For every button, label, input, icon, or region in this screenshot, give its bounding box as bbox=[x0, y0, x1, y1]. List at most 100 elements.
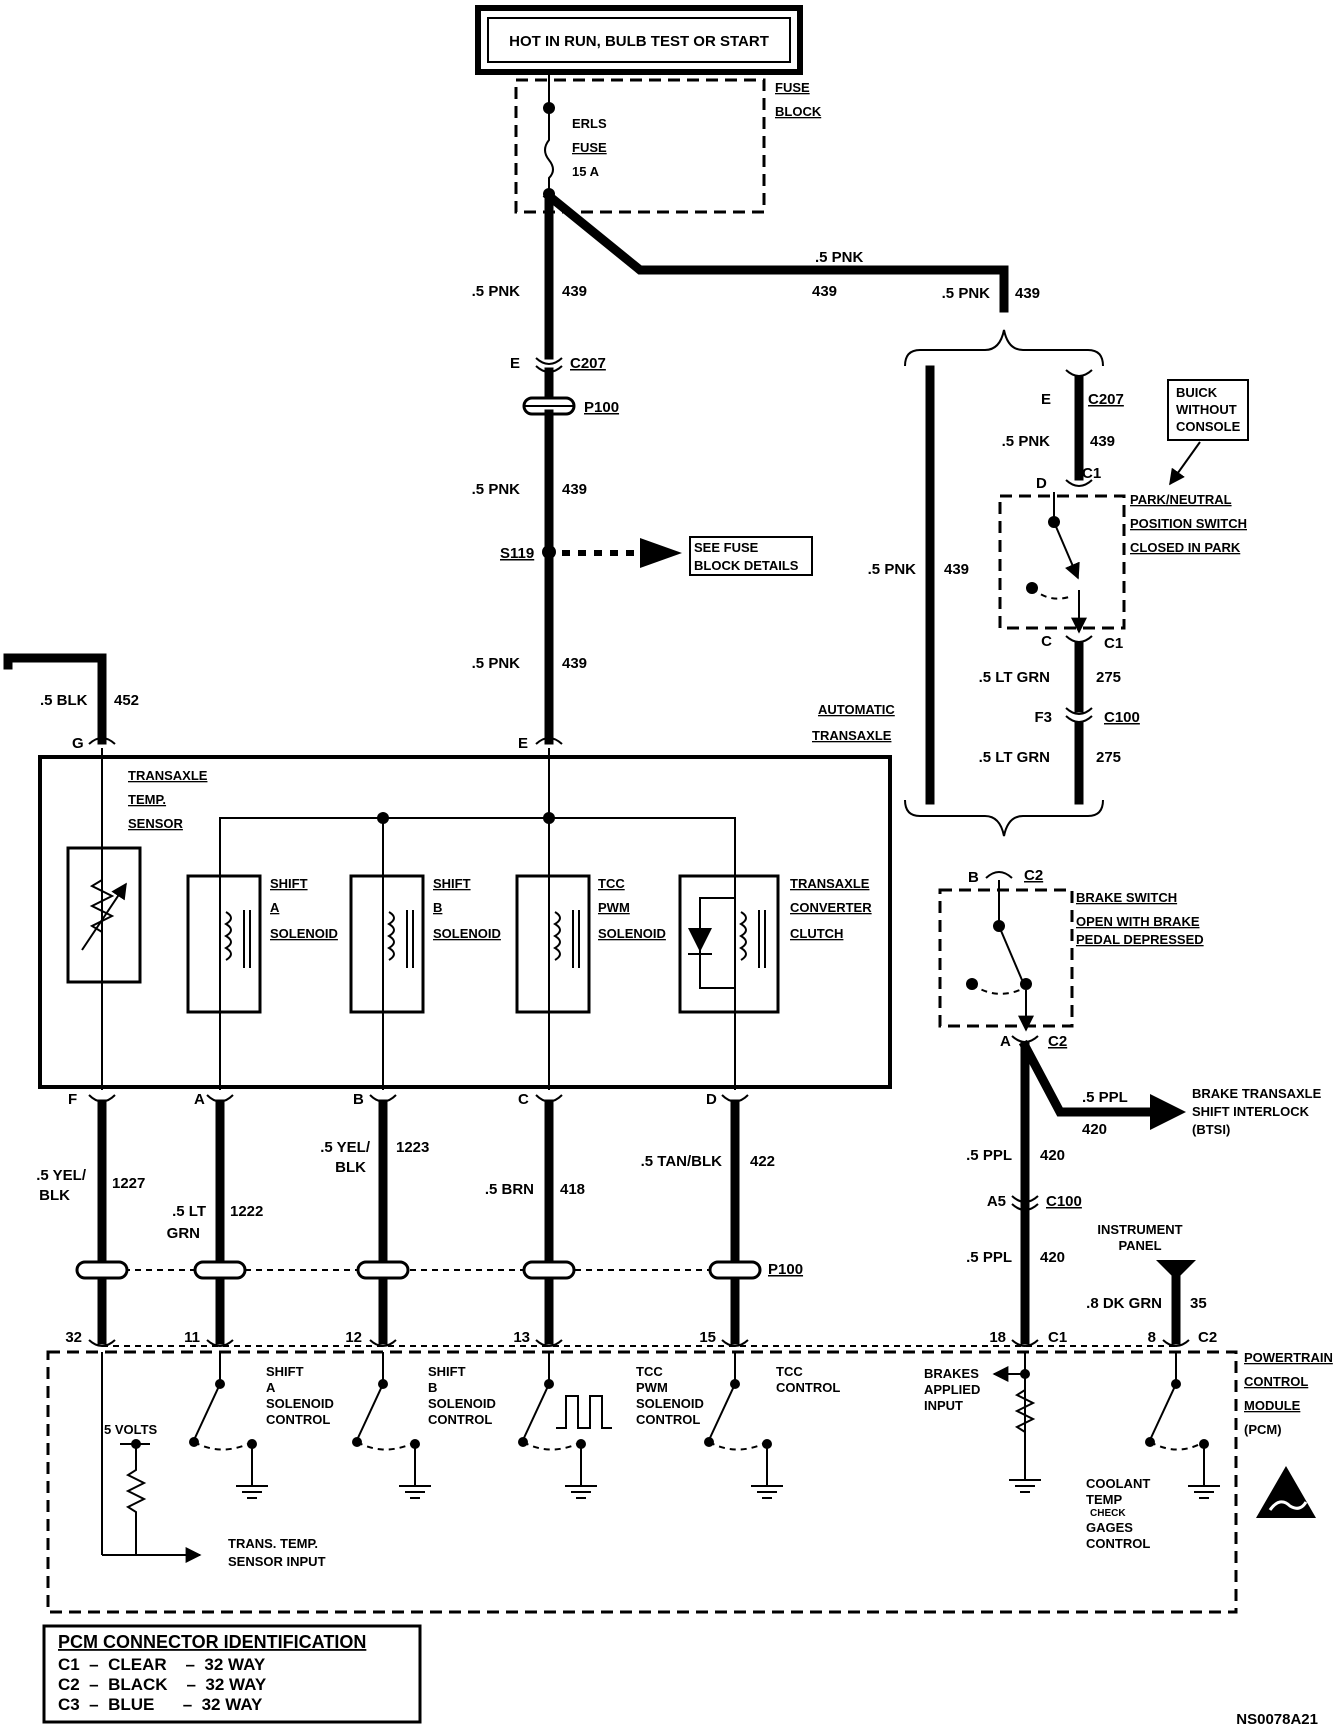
svg-text:5 VOLTS: 5 VOLTS bbox=[104, 1422, 158, 1437]
svg-text:E: E bbox=[518, 735, 528, 752]
instrument-panel-ground: INSTRUMENT PANEL .8 DK GRN 35 bbox=[1086, 1222, 1207, 1345]
svg-text:C100: C100 bbox=[1104, 709, 1140, 726]
svg-text:P100: P100 bbox=[768, 1261, 803, 1278]
svg-text:TCC: TCC bbox=[636, 1364, 663, 1379]
svg-text:439: 439 bbox=[1090, 433, 1115, 450]
svg-text:11: 11 bbox=[184, 1329, 200, 1346]
svg-text:TEMP.: TEMP. bbox=[128, 792, 166, 807]
brake-switch: B C2 BRAKE SWITCH OPEN WITH BRAKE PEDAL … bbox=[938, 867, 1204, 1032]
svg-text:15: 15 bbox=[699, 1329, 716, 1346]
svg-text:420: 420 bbox=[1040, 1249, 1065, 1266]
grommet-p100-row: P100 bbox=[75, 1260, 803, 1280]
svg-text:.5 PNK: .5 PNK bbox=[1002, 433, 1051, 450]
svg-text:C2: C2 bbox=[1198, 1329, 1217, 1346]
svg-text:439: 439 bbox=[944, 561, 969, 578]
svg-text:.5 LT GRN: .5 LT GRN bbox=[979, 669, 1050, 686]
pcm-pins: 32 11 12 13 15 18 C1 8 C2 bbox=[65, 1329, 1217, 1347]
svg-text:1227: 1227 bbox=[112, 1175, 145, 1192]
pcm-coolant-driver: COOLANT TEMP CHECK GAGES CONTROL bbox=[1086, 1352, 1220, 1551]
shift-b-solenoid: SHIFT B SOLENOID bbox=[349, 862, 501, 1090]
svg-text:1223: 1223 bbox=[396, 1139, 429, 1156]
svg-text:C: C bbox=[518, 1091, 529, 1108]
wire-circuit: 439 bbox=[1015, 285, 1040, 302]
svg-text:POWERTRAIN: POWERTRAIN bbox=[1244, 1350, 1333, 1365]
svg-text:PARK/NEUTRAL: PARK/NEUTRAL bbox=[1130, 492, 1232, 507]
svg-text:439: 439 bbox=[562, 481, 587, 498]
svg-text:418: 418 bbox=[560, 1181, 585, 1198]
svg-text:CONSOLE: CONSOLE bbox=[1176, 419, 1241, 434]
svg-text:.5 YEL/: .5 YEL/ bbox=[320, 1139, 371, 1156]
svg-text:(BTSI): (BTSI) bbox=[1192, 1122, 1230, 1137]
svg-text:32: 32 bbox=[65, 1329, 82, 1346]
svg-text:C100: C100 bbox=[1046, 1193, 1082, 1210]
svg-text:.5 PNK: .5 PNK bbox=[868, 561, 917, 578]
svg-text:SHIFT: SHIFT bbox=[266, 1364, 304, 1379]
svg-text:C2: C2 bbox=[1048, 1033, 1067, 1050]
svg-text:.8 DK GRN: .8 DK GRN bbox=[1086, 1295, 1162, 1312]
svg-text:SOLENOID: SOLENOID bbox=[598, 926, 666, 941]
svg-text:275: 275 bbox=[1096, 749, 1121, 766]
wire-color: .5 PNK bbox=[815, 249, 864, 266]
wire-circuit: 439 bbox=[812, 283, 837, 300]
svg-text:C207: C207 bbox=[1088, 391, 1124, 408]
svg-text:SOLENOID: SOLENOID bbox=[433, 926, 501, 941]
see-fuse-1: SEE FUSE bbox=[694, 540, 759, 555]
shift-a-solenoid: SHIFT A SOLENOID bbox=[186, 862, 338, 1090]
svg-text:CONVERTER: CONVERTER bbox=[790, 900, 872, 915]
wire-circuit: 439 bbox=[562, 283, 587, 300]
svg-text:BLK: BLK bbox=[39, 1187, 70, 1204]
svg-text:CHECK: CHECK bbox=[1090, 1508, 1126, 1519]
svg-text:SENSOR: SENSOR bbox=[128, 816, 184, 831]
svg-text:C1: C1 bbox=[1104, 635, 1123, 652]
svg-text:TRANSAXLE: TRANSAXLE bbox=[790, 876, 870, 891]
svg-text:F3: F3 bbox=[1034, 709, 1052, 726]
svg-text:420: 420 bbox=[1040, 1147, 1065, 1164]
svg-text:OPEN WITH BRAKE: OPEN WITH BRAKE bbox=[1076, 914, 1200, 929]
power-source-box: HOT IN RUN, BULB TEST OR START bbox=[475, 5, 803, 75]
svg-text:TEMP: TEMP bbox=[1086, 1492, 1122, 1507]
tcc-pwm-solenoid: TCC PWM SOLENOID bbox=[515, 862, 666, 1090]
svg-text:.5 PPL: .5 PPL bbox=[966, 1147, 1012, 1164]
svg-text:BLK: BLK bbox=[335, 1159, 366, 1176]
grommet-p100-main: P100 bbox=[522, 396, 619, 416]
svg-text:SENSOR INPUT: SENSOR INPUT bbox=[228, 1554, 326, 1569]
see-fuse-2: BLOCK DETAILS bbox=[694, 558, 799, 573]
transaxle-temp-sensor: TRANSAXLE TEMP. SENSOR bbox=[66, 768, 208, 984]
svg-text:C2 – BLACK – 32 WAY: C2 – BLACK – 32 WAY bbox=[58, 1675, 267, 1694]
fuse-rating: 15 A bbox=[572, 164, 600, 179]
svg-text:.5 TAN/BLK: .5 TAN/BLK bbox=[641, 1153, 723, 1170]
svg-text:439: 439 bbox=[562, 655, 587, 672]
svg-text:.5 PNK: .5 PNK bbox=[472, 655, 521, 672]
svg-text:P100: P100 bbox=[584, 399, 619, 416]
svg-text:B: B bbox=[428, 1380, 437, 1395]
fuse-block-title-1: FUSE bbox=[775, 80, 810, 95]
figure-id: NS0078A21 bbox=[1236, 1711, 1318, 1728]
pcm-box: POWERTRAIN CONTROL MODULE (PCM) bbox=[46, 1345, 1333, 1614]
svg-text:TRANSAXLE: TRANSAXLE bbox=[128, 768, 208, 783]
connector-c207-main: E C207 bbox=[510, 355, 606, 373]
buick-note: BUICK WITHOUT CONSOLE bbox=[1167, 379, 1249, 486]
pcm-brakes-input: BRAKES APPLIED INPUT bbox=[924, 1352, 1041, 1493]
pcm-temp-sensor-input: 5 VOLTS TRANS. TEMP. SENSOR INPUT bbox=[101, 1352, 326, 1569]
svg-text:SOLENOID: SOLENOID bbox=[428, 1396, 496, 1411]
svg-text:BRAKE TRANSAXLE: BRAKE TRANSAXLE bbox=[1192, 1086, 1322, 1101]
fuse-name-1: ERLS bbox=[572, 116, 607, 131]
transaxle-bottom-pins: F A B C D bbox=[68, 1091, 749, 1108]
wire-color: .5 PNK bbox=[942, 285, 991, 302]
svg-text:E: E bbox=[510, 355, 520, 372]
svg-text:A: A bbox=[194, 1091, 205, 1108]
esd-warning-icon bbox=[1256, 1466, 1316, 1518]
svg-text:13: 13 bbox=[513, 1329, 530, 1346]
transaxle-box: AUTOMATIC TRANSAXLE bbox=[38, 702, 895, 1089]
splice-s119: S119 SEE FUSE BLOCK DETAILS bbox=[500, 536, 813, 576]
svg-text:F: F bbox=[68, 1091, 77, 1108]
svg-text:AUTOMATIC: AUTOMATIC bbox=[818, 702, 895, 717]
svg-text:SOLENOID: SOLENOID bbox=[266, 1396, 334, 1411]
pcm-tcc-pwm-driver: TCC PWM SOLENOID CONTROL bbox=[518, 1352, 704, 1499]
svg-text:.5 PPL: .5 PPL bbox=[966, 1249, 1012, 1266]
svg-text:TRANSAXLE: TRANSAXLE bbox=[812, 728, 892, 743]
svg-text:BRAKE SWITCH: BRAKE SWITCH bbox=[1076, 890, 1177, 905]
svg-text:POSITION SWITCH: POSITION SWITCH bbox=[1130, 516, 1247, 531]
svg-text:INPUT: INPUT bbox=[924, 1398, 963, 1413]
